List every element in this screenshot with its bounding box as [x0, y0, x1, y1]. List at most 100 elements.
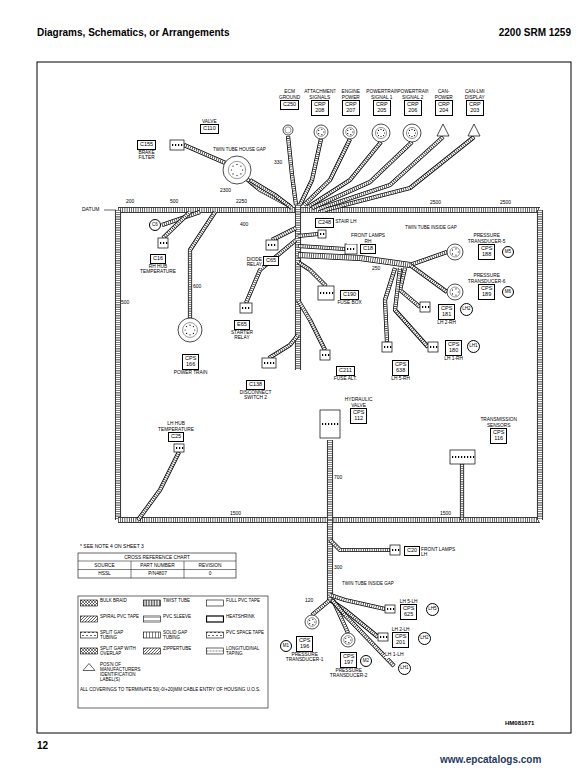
pin	[337, 423, 338, 425]
legend-item: SPLIT GAP WITH OVERLAP	[80, 647, 141, 657]
page-text: 2200 SRM 1259	[499, 27, 571, 38]
callout-circle: M1	[280, 640, 292, 652]
connector-name: PRESSURE TRANSDUCER-1	[282, 652, 328, 663]
pin	[345, 638, 346, 639]
connector-box: CRP 205POWERTRAIN SIGNAL 1	[373, 100, 391, 116]
connector-icon	[428, 342, 438, 352]
dimension-label: 1500	[440, 511, 451, 517]
dimension-label: 600	[193, 284, 201, 290]
harness-trunk-edge	[537, 210, 543, 520]
branch-wire-core	[300, 139, 321, 205]
pin	[181, 144, 182, 146]
connector-icon	[283, 125, 293, 135]
dimension-label: 120	[305, 598, 313, 604]
connector-box: C25LH HUB TEMPERATURE	[168, 432, 184, 442]
connector-icon	[390, 545, 400, 555]
covering-sample	[81, 648, 98, 654]
pin	[186, 333, 187, 334]
pin	[464, 456, 465, 458]
pin	[179, 447, 180, 449]
legend-text: SOLID GAP TUBING	[163, 631, 204, 641]
branch-wire-hatch	[288, 136, 296, 205]
connector-icon	[343, 125, 357, 139]
pin	[274, 244, 275, 246]
branch-wire-core	[298, 234, 318, 236]
pin	[392, 549, 393, 551]
legend-sample	[143, 631, 161, 639]
connector-shell	[266, 240, 278, 250]
branch-wire	[318, 137, 443, 209]
connector-box: C250ECM GROUND	[280, 100, 299, 110]
legend-text: PVC SLEEVE	[163, 615, 204, 620]
pin	[452, 293, 453, 294]
connector-id: M5	[505, 250, 511, 255]
connector-name: ATTACHMENT SIGNALS	[304, 89, 335, 100]
pin	[232, 173, 233, 174]
branch-wire	[138, 452, 179, 520]
branch-wire-hatch	[190, 212, 215, 318]
branch-wire-hatch	[269, 335, 298, 358]
pin	[414, 130, 415, 131]
pin	[189, 334, 190, 335]
pin	[455, 254, 456, 255]
connector-id: LH5	[428, 607, 436, 612]
branch-wire	[269, 335, 298, 358]
pin	[194, 329, 195, 330]
connector-shell	[305, 615, 319, 629]
pin	[320, 233, 321, 235]
dimension-label: 2500	[500, 200, 511, 206]
connector-box: CPS 180LH 1-RH	[445, 340, 462, 356]
pin	[240, 165, 241, 166]
connector-shell	[343, 125, 357, 139]
pin	[408, 132, 409, 133]
branch-wire-edge	[298, 300, 325, 350]
pin	[325, 354, 326, 356]
pin	[390, 608, 391, 610]
pin	[176, 447, 177, 449]
connector-icon	[318, 286, 334, 300]
connector-box: CRP 208ATTACHMENT SIGNALS	[311, 100, 329, 116]
connector-box: CPS 112HYDRAULIC VALVE	[350, 408, 367, 424]
pin	[271, 244, 272, 246]
pin	[189, 325, 190, 326]
legend-sample	[80, 647, 98, 655]
connector-shell	[283, 125, 293, 135]
pin	[350, 129, 351, 130]
connector-icon	[320, 410, 340, 438]
pin	[470, 456, 471, 458]
pin	[328, 423, 329, 425]
connector-id: CPS 201	[395, 634, 406, 646]
branch-wire	[400, 268, 420, 307]
connector-name: FUSE ALT.	[330, 376, 360, 381]
branch-wire-core	[272, 228, 296, 240]
connector-shell	[320, 410, 340, 438]
branch-wire-edge	[385, 268, 395, 342]
branch-wire-core	[330, 540, 390, 550]
legend-text: LONGITUDINAL TAPING	[226, 647, 267, 657]
connector-name: TRANSMISSION SENSORS	[476, 417, 522, 428]
harness-trunk-edge	[298, 255, 410, 265]
pin	[267, 362, 268, 364]
connector-id: LH2	[420, 636, 428, 641]
pin	[309, 620, 310, 621]
pin	[458, 291, 459, 292]
legend-item: FULL PVC TAPE	[206, 599, 267, 607]
covering-sample	[207, 616, 224, 622]
legend-text: SPIRAL PVC TAPE	[100, 615, 141, 620]
branch-wire-edge	[395, 268, 428, 347]
connector-name: LH HUB TEMPERATURE	[153, 421, 199, 432]
pin	[323, 292, 324, 294]
dimension-label: ALL COVERINGS TO TERMINATE 50(-0/+20)MM …	[80, 687, 266, 692]
branch-wire-core	[288, 136, 296, 205]
dimension-label: 2250	[236, 199, 247, 205]
branch-wire-edge	[288, 136, 296, 205]
connector-icon	[240, 303, 252, 313]
connector-name: HYDRAULIC VALVE	[338, 397, 380, 408]
pin	[414, 135, 415, 136]
harness-trunk	[118, 210, 119, 520]
branch-wire-hatch	[272, 228, 296, 240]
connector-name: PRESSURE TRANSDUCER-5	[464, 233, 510, 244]
pin	[350, 134, 351, 135]
connector-icon	[320, 350, 330, 360]
connector-name: BRAKE FILTER	[131, 150, 163, 161]
